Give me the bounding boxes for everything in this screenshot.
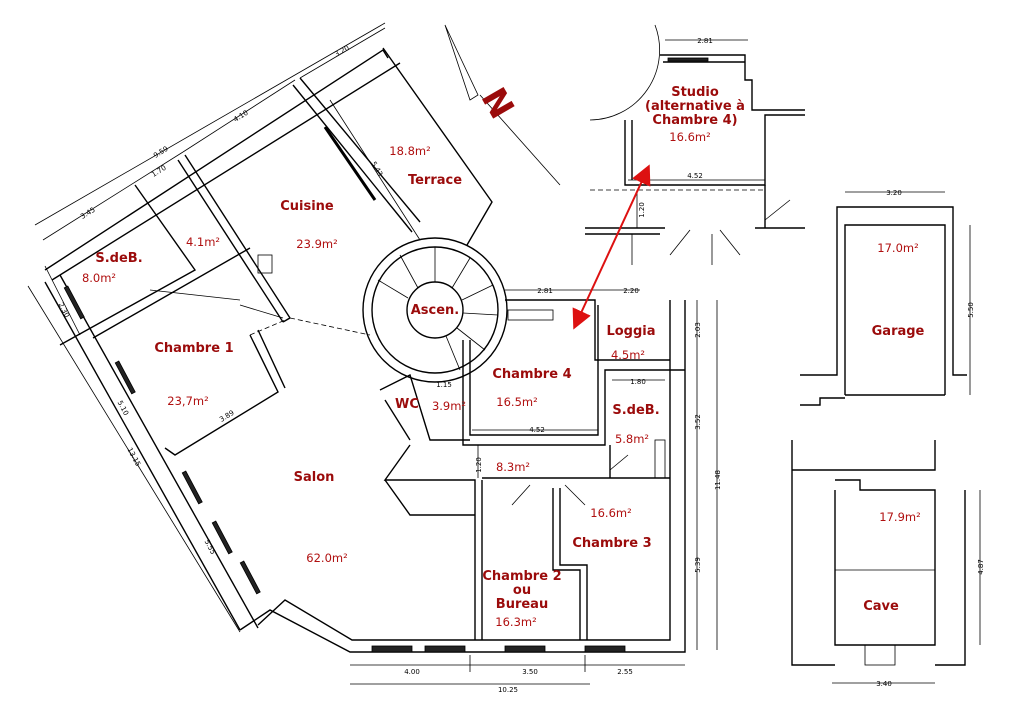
sdb2-name: S.deB.	[612, 403, 659, 418]
dim-label: 2.20	[623, 287, 639, 295]
dim-label: 3.89	[218, 409, 235, 424]
dim-label: 4.52	[529, 426, 545, 434]
chambre2-name-3: Bureau	[496, 597, 548, 612]
chambre1-area: 23,7m²	[167, 394, 208, 408]
salon-name: Salon	[294, 470, 335, 485]
dim-label: 2.81	[697, 37, 713, 45]
wc-name: WC	[395, 397, 419, 412]
loggia-name: Loggia	[606, 324, 655, 339]
dim-label: 2.30	[57, 301, 71, 319]
dim-label: 2.81	[537, 287, 553, 295]
dim-label: 5.39	[694, 557, 702, 573]
dim-label: 9.59	[152, 145, 169, 160]
couloir-area: 8.3m²	[496, 460, 530, 474]
chambre3-name: Chambre 3	[572, 536, 651, 551]
dim-label: 1.70	[150, 164, 167, 179]
dim-label: 5.55	[203, 538, 217, 556]
studio-name-1: Studio	[671, 85, 719, 100]
dim-label: 3.20	[886, 189, 902, 197]
dim-label: 3.52	[694, 414, 702, 430]
chambre3-area: 16.6m²	[590, 506, 631, 520]
dim-label: 1.80	[630, 378, 646, 386]
apartment-walls	[27, 22, 718, 685]
sdb1-name: S.deB.	[95, 251, 142, 266]
dim-label: 4.87	[977, 559, 985, 575]
dim-label: 3.50	[522, 668, 538, 676]
studio-walls	[585, 24, 805, 265]
ascenseur-name: Ascen.	[411, 303, 460, 318]
dim-label: 5.50	[967, 302, 975, 318]
room-labels: 18.8m² Terrace Cuisine 23.9m² S.deB. 8.0…	[82, 85, 925, 629]
chambre2-name-1: Chambre 2	[482, 569, 561, 584]
cave-area: 17.9m²	[879, 510, 920, 524]
chambre1-name: Chambre 1	[154, 341, 233, 356]
dim-label: 3.20	[333, 44, 351, 59]
garage-name: Garage	[872, 324, 925, 339]
studio-alternative-arrow	[572, 164, 651, 330]
dim-label: 1.20	[638, 202, 646, 218]
cuisine-area: 23.9m²	[296, 237, 337, 251]
dim-label: 1.20	[475, 457, 483, 473]
dim-label: 5.10	[116, 399, 130, 417]
dim-label: 2.03	[694, 322, 702, 338]
dim-label: 4.52	[687, 172, 703, 180]
cave-name: Cave	[863, 599, 899, 614]
studio-area: 16.6m²	[669, 130, 710, 144]
sdb2-area: 5.8m²	[615, 432, 649, 446]
terrace-name: Terrace	[408, 173, 462, 188]
dim-label: 1.15	[436, 381, 452, 389]
wc-area: 3.9m²	[432, 399, 466, 413]
loggia-area: 4.5m²	[611, 348, 645, 362]
terrace-area: 18.8m²	[389, 144, 430, 158]
dim-label: 3.40	[876, 680, 892, 688]
chambre4-name: Chambre 4	[492, 367, 571, 382]
garage-area: 17.0m²	[877, 241, 918, 255]
salon-area: 62.0m²	[306, 551, 347, 565]
dim-label: 5.43	[369, 160, 384, 178]
chambre2-name-2: ou	[513, 583, 531, 598]
sdb1-area: 8.0m²	[82, 271, 116, 285]
cuisine-name: Cuisine	[280, 199, 334, 214]
dressing-area: 4.1m²	[186, 235, 220, 249]
studio-name-2: (alternative à	[645, 99, 745, 114]
chambre4-area: 16.5m²	[496, 395, 537, 409]
chambre2-area: 16.3m²	[495, 615, 536, 629]
north-label: N	[473, 81, 522, 126]
studio-name-3: Chambre 4)	[652, 113, 737, 128]
cave-walls	[791, 440, 981, 684]
dim-label: 2.55	[617, 668, 633, 676]
dim-label: 11.48	[714, 470, 722, 490]
dim-label: 10.25	[498, 686, 518, 694]
garage-walls	[800, 191, 971, 406]
dim-label: 4.00	[404, 668, 420, 676]
